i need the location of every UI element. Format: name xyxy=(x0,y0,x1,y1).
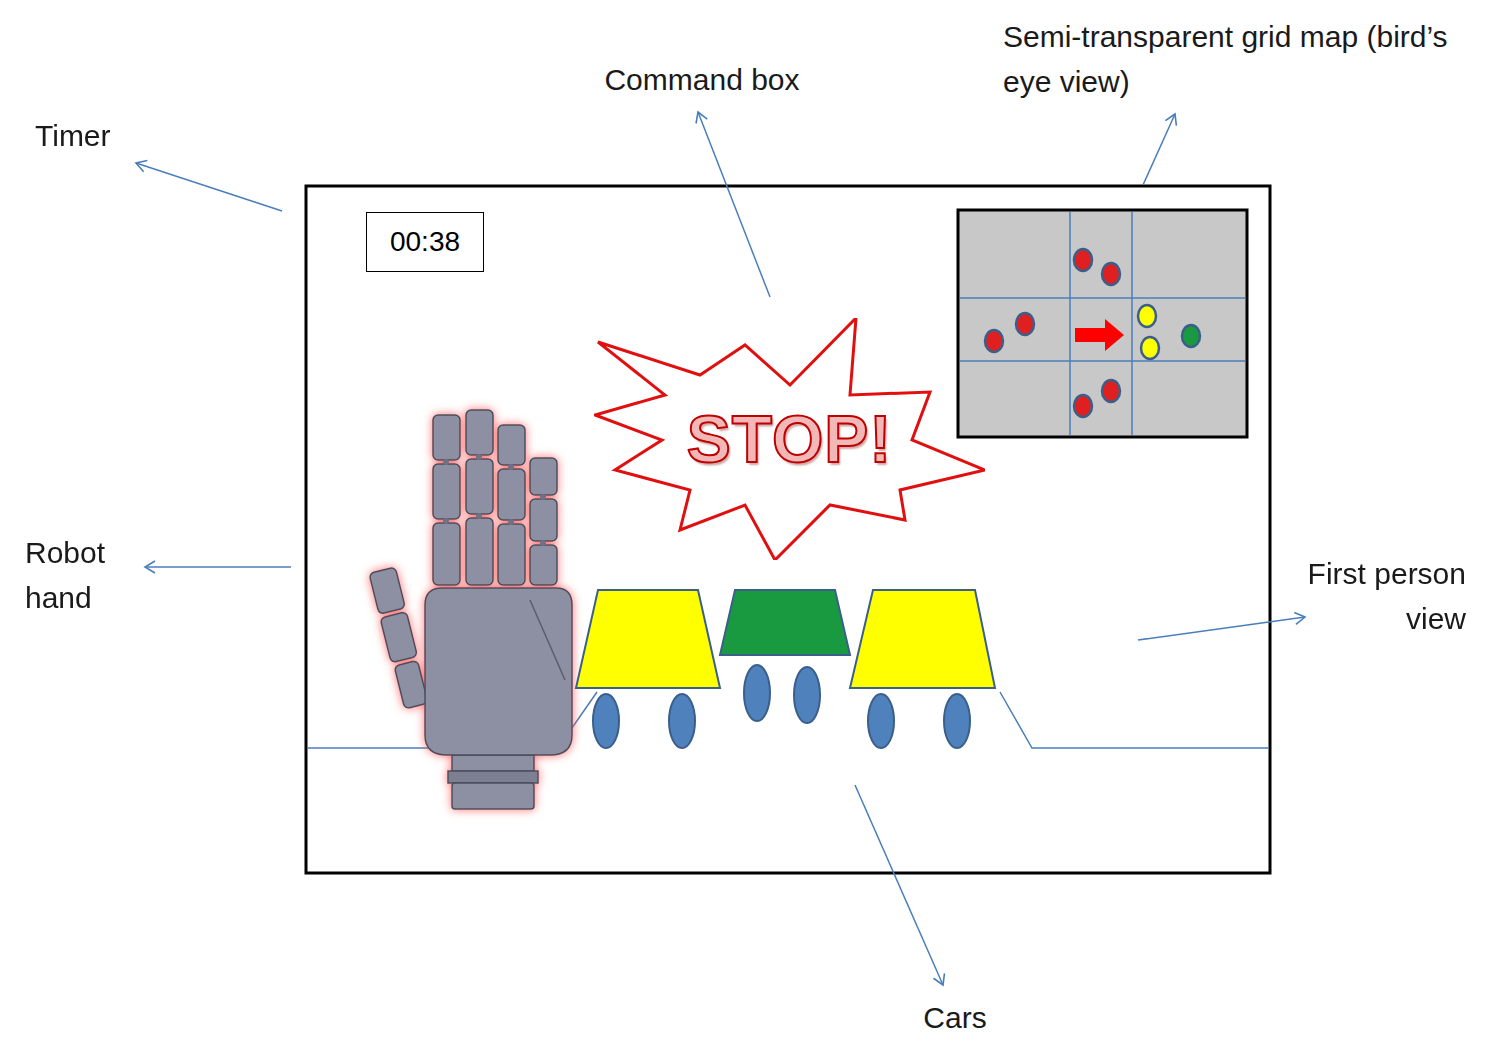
label-text: Timer xyxy=(35,119,111,152)
label-text: First person view xyxy=(1308,557,1466,635)
label-text: Semi-transparent grid map (bird’s eye vi… xyxy=(1003,20,1448,98)
timer-text: 00:38 xyxy=(390,226,460,258)
view-frame xyxy=(306,186,1270,873)
leader-arrows xyxy=(136,112,1305,985)
robot-hand-label: Robot hand xyxy=(25,530,135,620)
command-text: STOP! xyxy=(687,401,892,477)
command-starburst: STOP! xyxy=(594,318,985,560)
timer-label: Timer xyxy=(35,118,155,154)
command-box-label: Command box xyxy=(552,62,852,98)
cars-label: Cars xyxy=(855,1000,1055,1036)
label-text: Cars xyxy=(923,1001,986,1034)
timer-box: 00:38 xyxy=(366,212,484,272)
label-text: Robot hand xyxy=(25,536,105,614)
robot-hand xyxy=(369,410,572,809)
first-person-view-label: First person view xyxy=(1281,551,1466,641)
cars xyxy=(576,590,995,748)
label-text: Command box xyxy=(604,63,799,96)
grid-map-label: Semi-transparent grid map (bird’s eye vi… xyxy=(1003,14,1483,104)
grid-map xyxy=(958,210,1247,437)
